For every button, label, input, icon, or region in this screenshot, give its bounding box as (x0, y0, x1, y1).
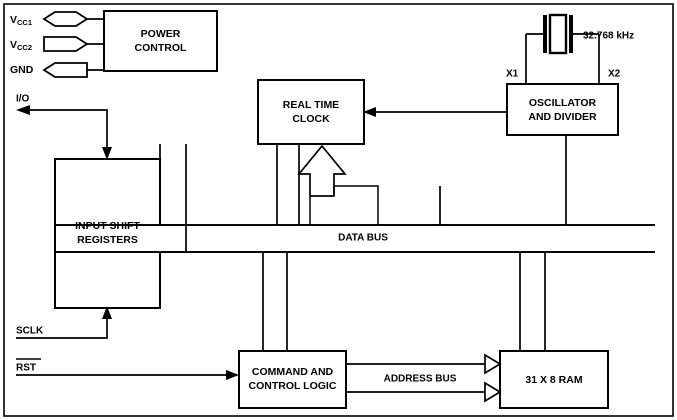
vcc2-subscript: CC2 (17, 43, 32, 52)
oscillator-label-line1: OSCILLATOR (529, 97, 597, 109)
input-shift-registers-label-line1: INPUT SHIFT (75, 220, 140, 232)
vcc1-pin-label: VCC1 (10, 14, 32, 27)
x1-terminal-label: X1 (506, 69, 519, 80)
vcc2-pin-shape (43, 36, 89, 52)
crystal-left-plate (543, 15, 547, 53)
crystal-frequency-label: 32.768 kHz (583, 31, 634, 42)
vcc1-subscript: CC1 (17, 18, 32, 27)
rst-pin-label: RST (16, 363, 36, 374)
power-control-label-line2: CONTROL (135, 42, 187, 54)
osc-to-rtc-arrowhead (363, 107, 376, 117)
vcc2-base: V (10, 39, 17, 51)
sclk-wire (16, 316, 108, 339)
command-control-label-line1: COMMAND AND (252, 366, 334, 378)
io-into-shift-arrowhead (102, 147, 112, 160)
io-out-arrowhead (16, 105, 30, 115)
vcc1-pin-shape (42, 11, 89, 27)
ram-label: 31 X 8 RAM (525, 374, 582, 386)
data-bus-to-rtc-hollow-arrow (297, 144, 347, 197)
gnd-pin-label: GND (10, 64, 34, 76)
command-control-label-line2: CONTROL LOGIC (249, 380, 337, 392)
x2-terminal-label: X2 (608, 69, 621, 80)
rst-arrowhead (226, 370, 239, 380)
real-time-clock-label-line2: CLOCK (292, 113, 330, 125)
ram-block (499, 350, 609, 409)
io-wire (30, 109, 108, 155)
vcc2-pin-label: VCC2 (10, 39, 32, 52)
gnd-pin-shape (42, 62, 88, 78)
sclk-pin-label: SCLK (16, 326, 44, 337)
address-bus-upper-arrowhead (484, 353, 502, 375)
power-control-label-line1: POWER (141, 28, 181, 40)
io-pin-label: I/O (16, 94, 30, 105)
address-bus-label: ADDRESS BUS (384, 374, 457, 385)
real-time-clock-block (257, 79, 365, 145)
address-bus-lower-arrowhead (484, 381, 502, 403)
sclk-arrowhead (102, 306, 112, 319)
real-time-clock-label-line1: REAL TIME (283, 99, 339, 111)
oscillator-block (506, 83, 619, 136)
crystal-body (548, 13, 568, 55)
command-control-block (238, 350, 347, 409)
data-bus-label: DATA BUS (338, 233, 388, 244)
crystal-right-plate (569, 15, 573, 53)
hollow-arrow-stem-right (333, 185, 379, 225)
power-control-block (103, 10, 218, 72)
input-shift-registers-label-line2: REGISTERS (77, 234, 138, 246)
oscillator-label-line2: AND DIVIDER (528, 111, 597, 123)
data-bus-channel-fill (56, 226, 654, 251)
vcc1-base: V (10, 14, 17, 26)
